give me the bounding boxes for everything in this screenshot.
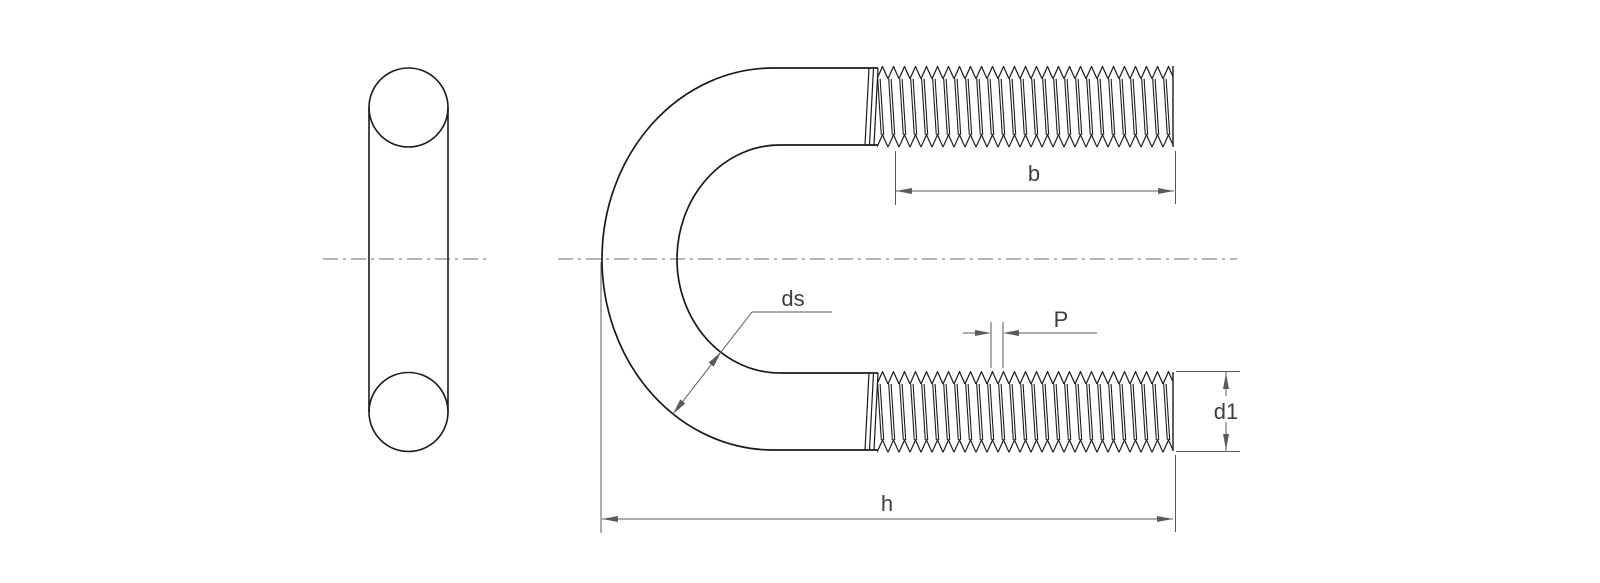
dimension-b: b xyxy=(895,151,1176,205)
dimensions: b ds P d1 xyxy=(600,151,1246,533)
lower-thread-runout xyxy=(864,372,879,451)
end-view xyxy=(323,67,490,453)
upper-leg-thread xyxy=(877,65,1173,148)
lower-leg-end-circle xyxy=(368,371,449,453)
dimension-d1: d1 xyxy=(1176,371,1246,452)
dimension-ds: ds xyxy=(672,286,832,415)
dimension-p: P xyxy=(963,307,1097,368)
lower-leg-thread xyxy=(877,371,1173,453)
dimension-h: h xyxy=(600,262,1176,533)
dimension-d1-label: d1 xyxy=(1214,399,1238,424)
dimension-h-label: h xyxy=(881,491,893,516)
dimension-b-label: b xyxy=(1028,161,1040,186)
upper-leg-end-circle xyxy=(368,67,449,148)
dimension-p-label: P xyxy=(1054,307,1069,332)
dimension-ds-label: ds xyxy=(781,286,804,311)
front-view xyxy=(558,65,1237,453)
upper-thread-runout xyxy=(864,67,879,146)
bend-inner-contour xyxy=(676,144,781,374)
bend-outer-contour xyxy=(601,67,774,451)
